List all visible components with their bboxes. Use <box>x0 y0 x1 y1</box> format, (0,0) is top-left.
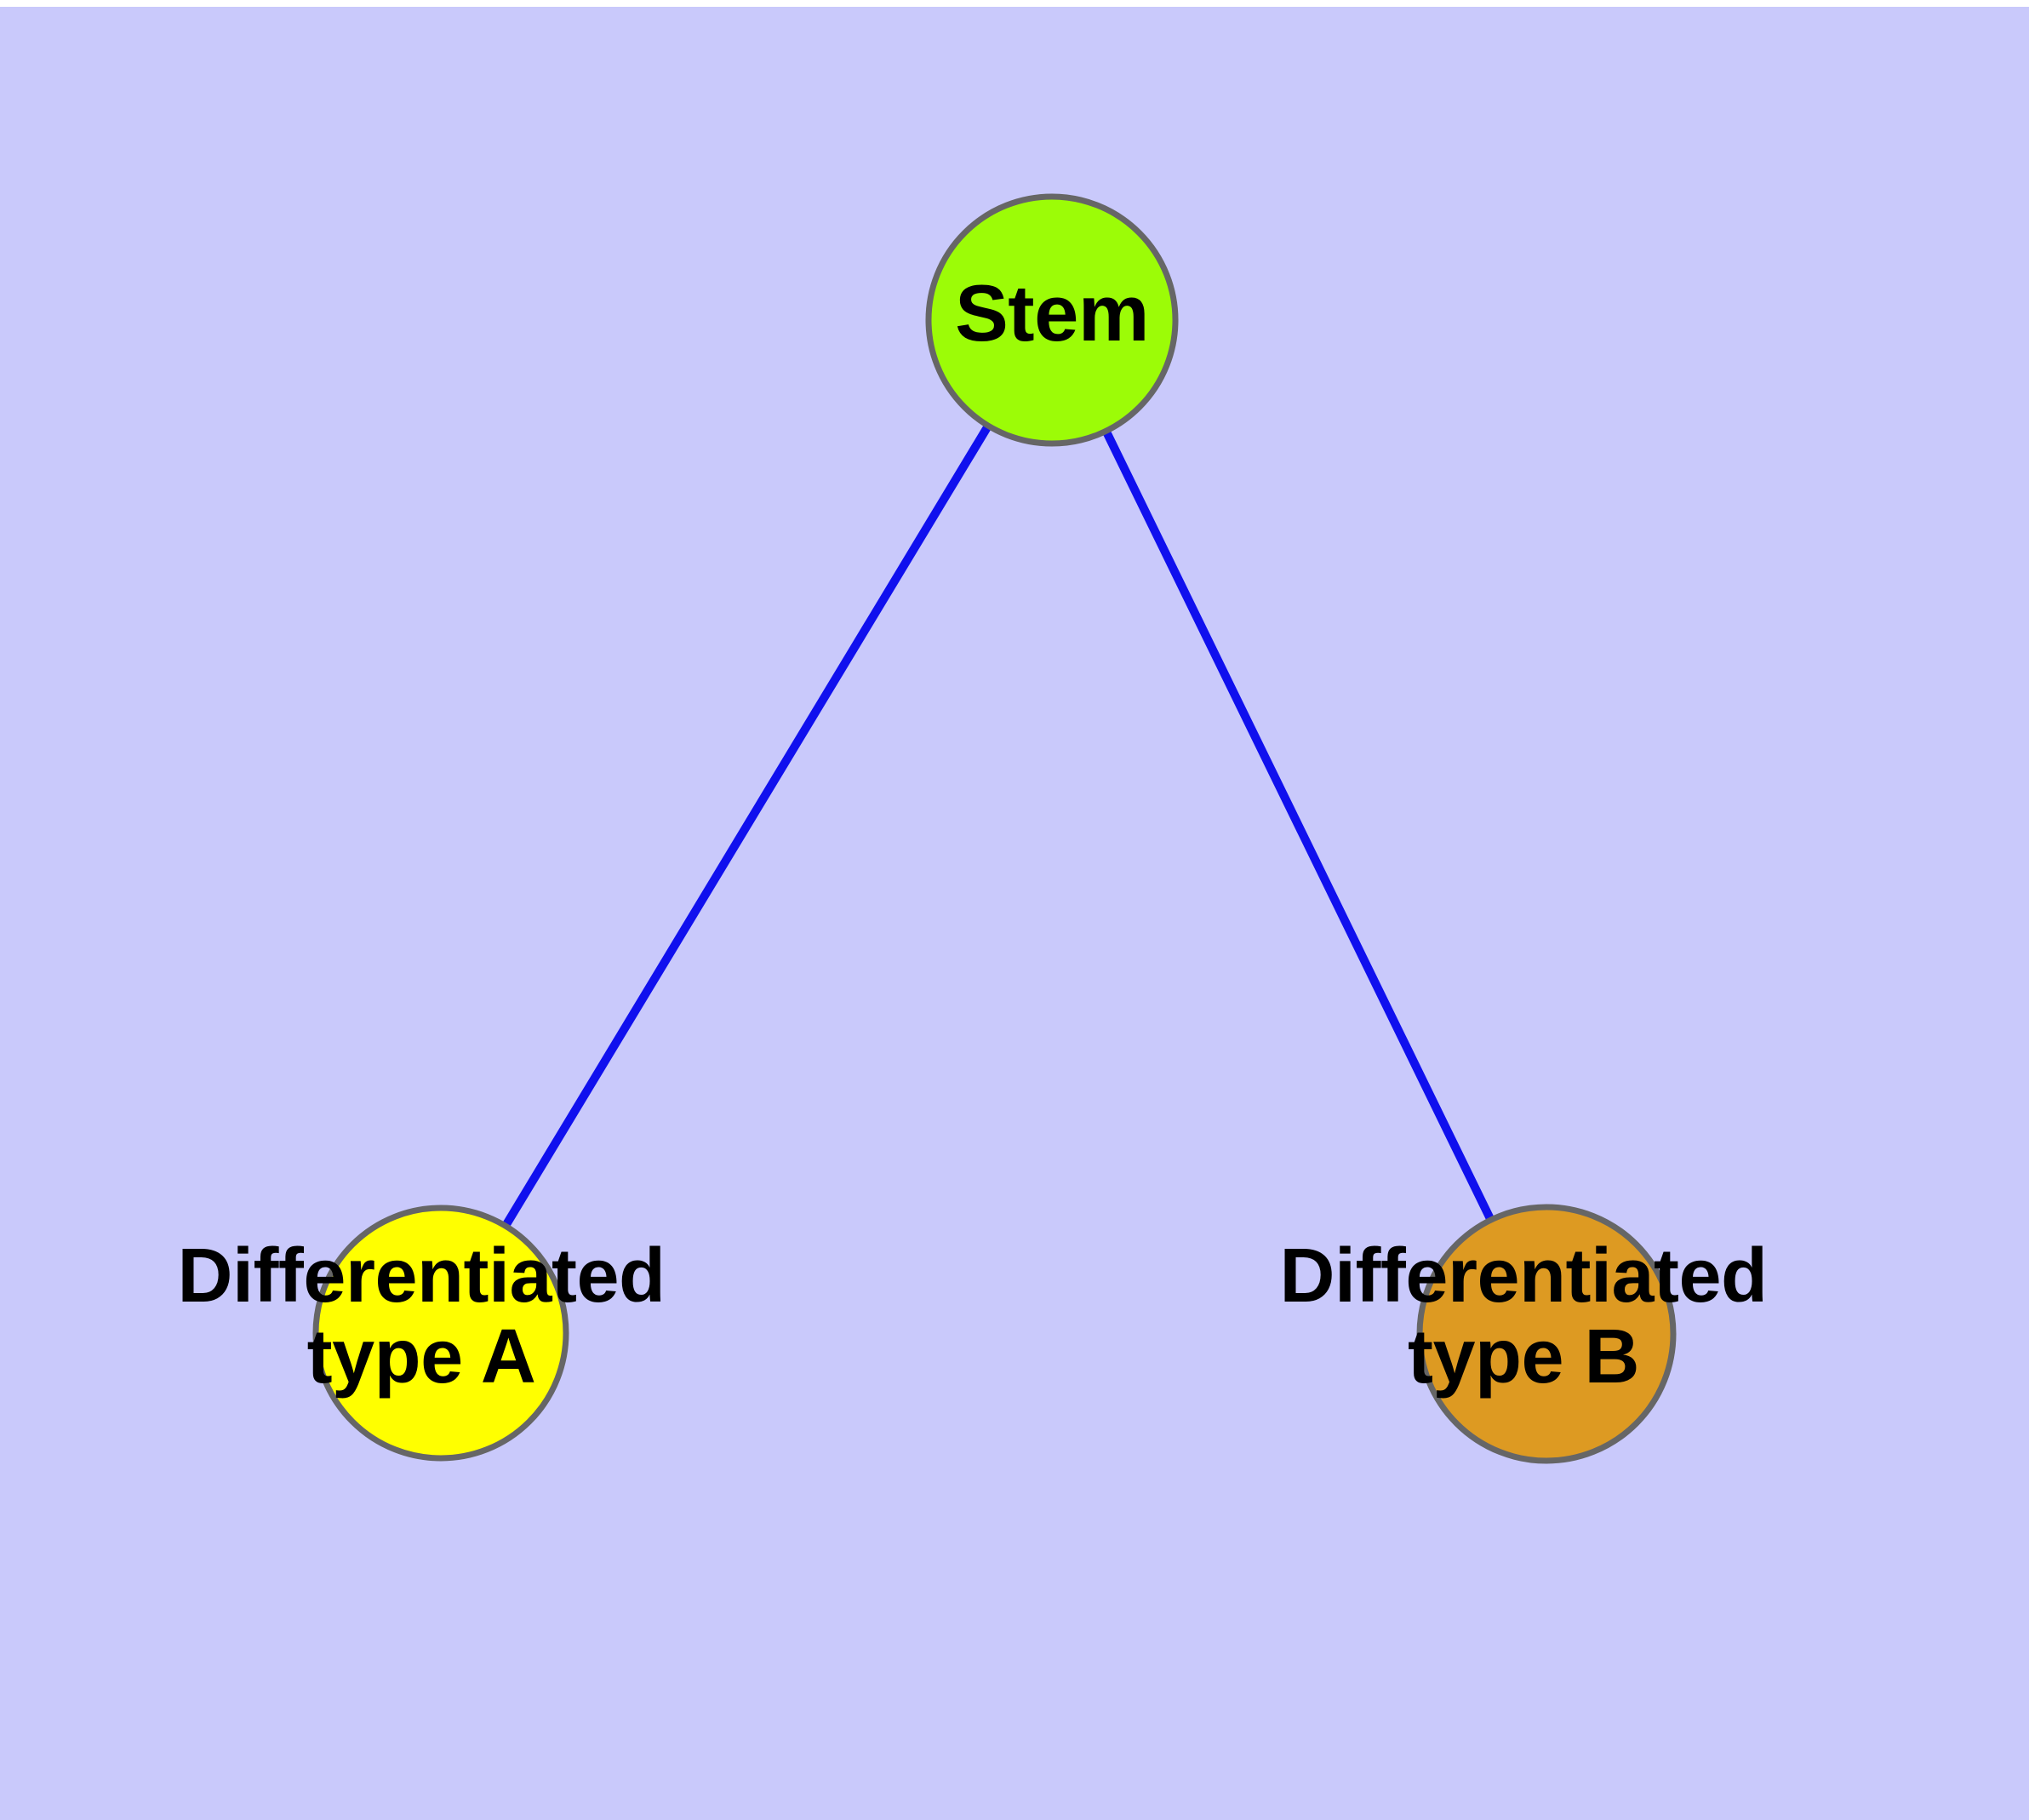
edge-stem-diff-a-line[interactable] <box>503 426 991 1227</box>
node-stem[interactable] <box>925 193 1179 447</box>
node-layer <box>312 193 1677 1464</box>
node-differentiated-type-a[interactable] <box>312 1205 569 1462</box>
node-differentiated-type-b[interactable] <box>1416 1204 1677 1464</box>
edge-layer <box>503 426 1494 1227</box>
edge-stem-diff-b-line[interactable] <box>1103 431 1494 1220</box>
